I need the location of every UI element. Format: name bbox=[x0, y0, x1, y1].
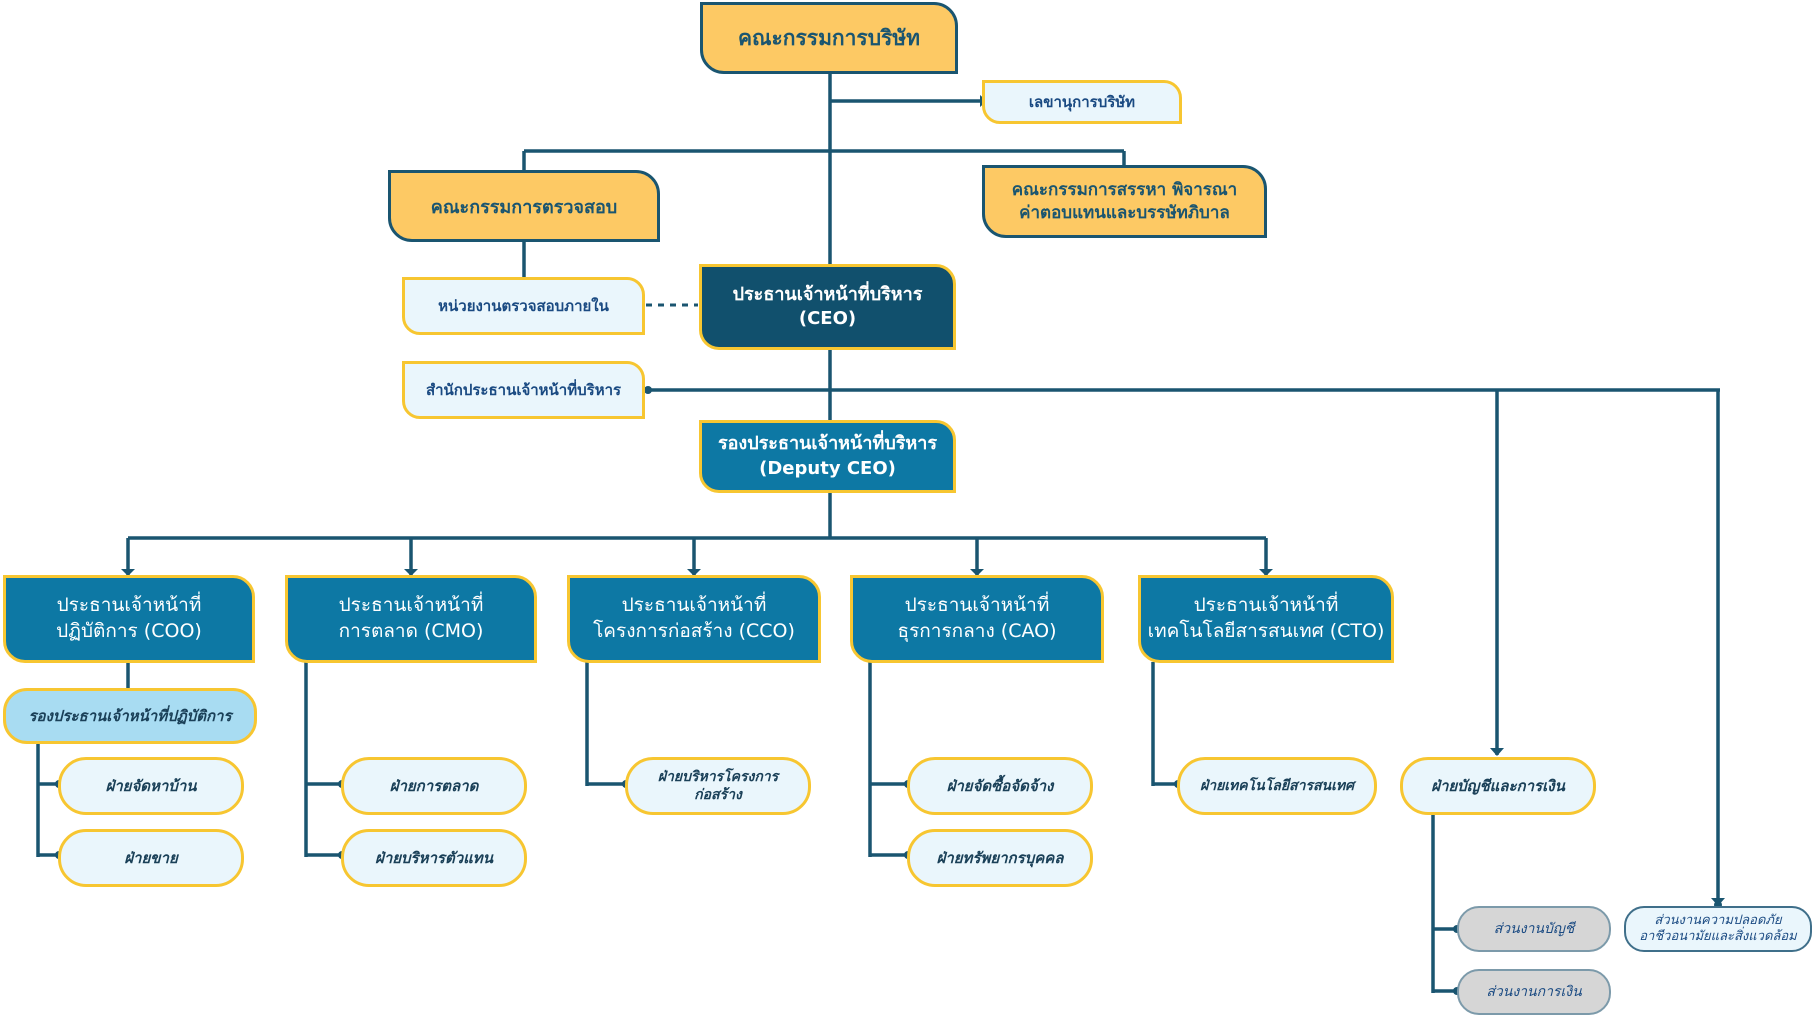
audit-committee-box: คณะกรรมการตรวจสอบ bbox=[388, 170, 660, 242]
nomination-committee-box: คณะกรรมการสรรหา พิจารณา ค่าตอบแทนและบรรษ… bbox=[982, 165, 1267, 238]
ceo-office-box: สำนักประธานเจ้าหน้าที่บริหาร bbox=[402, 361, 645, 419]
cmo-box: ประธานเจ้าหน้าที่ การตลาด (CMO) bbox=[285, 575, 537, 663]
dept-accounting-finance: ฝ่ายบัญชีและการเงิน bbox=[1400, 757, 1596, 815]
dept-project-management: ฝ่ายบริหารโครงการ ก่อสร้าง bbox=[625, 757, 811, 815]
dept-land-acquisition: ฝ่ายจัดหาบ้าน bbox=[58, 757, 244, 815]
internal-audit-box: หน่วยงานตรวจสอบภายใน bbox=[402, 277, 645, 335]
board-of-directors-box: คณะกรรมการบริษัท bbox=[700, 2, 958, 74]
company-secretary-box: เลขานุการบริษัท bbox=[982, 80, 1182, 124]
cco-box: ประธานเจ้าหน้าที่ โครงการก่อสร้าง (CCO) bbox=[567, 575, 821, 663]
dept-sales: ฝ่ายขาย bbox=[58, 829, 244, 887]
deputy-operations-box: รองประธานเจ้าหน้าที่ปฏิบัติการ bbox=[3, 688, 257, 744]
dept-it: ฝ่ายเทคโนโลยีสารสนเทศ bbox=[1177, 757, 1377, 815]
coo-box: ประธานเจ้าหน้าที่ ปฏิบัติการ (COO) bbox=[3, 575, 255, 663]
ceo-box: ประธานเจ้าหน้าที่บริหาร (CEO) bbox=[699, 264, 956, 350]
section-finance: ส่วนงานการเงิน bbox=[1457, 969, 1611, 1015]
dept-marketing: ฝ่ายการตลาด bbox=[341, 757, 527, 815]
dept-procurement: ฝ่ายจัดซื้อจัดจ้าง bbox=[907, 757, 1093, 815]
section-accounting: ส่วนงานบัญชี bbox=[1457, 906, 1611, 952]
dept-agent-management: ฝ่ายบริหารตัวแทน bbox=[341, 829, 527, 887]
section-safety: ส่วนงานความปลอดภัย อาชีวอนามัยและสิ่งแวด… bbox=[1624, 906, 1812, 952]
dept-human-resources: ฝ่ายทรัพยากรบุคคล bbox=[907, 829, 1093, 887]
cao-box: ประธานเจ้าหน้าที่ ธุรการกลาง (CAO) bbox=[850, 575, 1104, 663]
cto-box: ประธานเจ้าหน้าที่ เทคโนโลยีสารสนเทศ (CTO… bbox=[1138, 575, 1394, 663]
deputy-ceo-box: รองประธานเจ้าหน้าที่บริหาร (Deputy CEO) bbox=[699, 420, 956, 493]
